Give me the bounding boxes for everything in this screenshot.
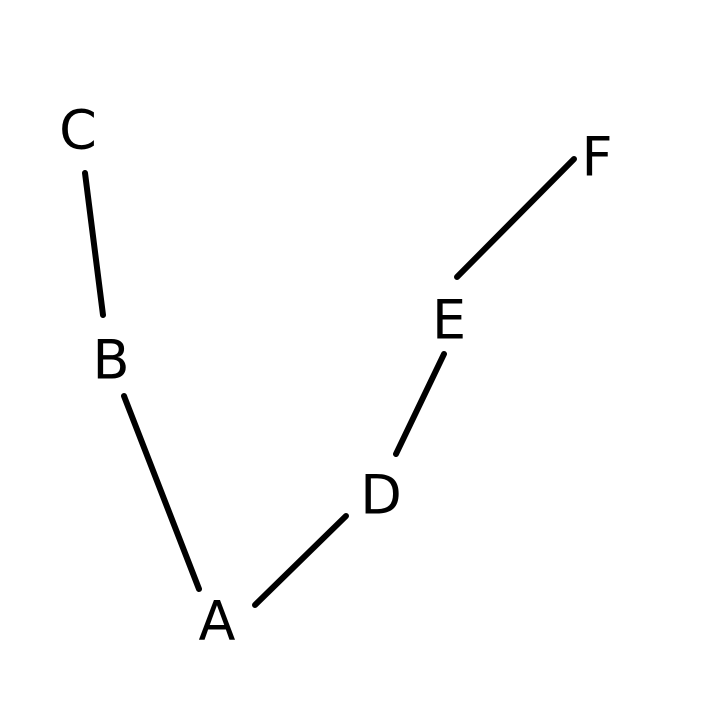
node-label-a: A <box>199 590 236 653</box>
edges-group <box>82 156 577 608</box>
edge-e-f <box>454 156 577 280</box>
node-label-b: B <box>92 329 129 392</box>
node-label-d: D <box>360 464 402 527</box>
edge-b-a <box>121 393 202 592</box>
node-label-e: E <box>432 289 466 352</box>
edge-a-d <box>252 513 349 608</box>
nodes-group: C B A D E F <box>59 99 612 653</box>
node-label-c: C <box>59 99 97 162</box>
node-label-f: F <box>581 126 612 189</box>
edge-c-b <box>82 170 106 318</box>
edge-d-e <box>393 351 447 457</box>
